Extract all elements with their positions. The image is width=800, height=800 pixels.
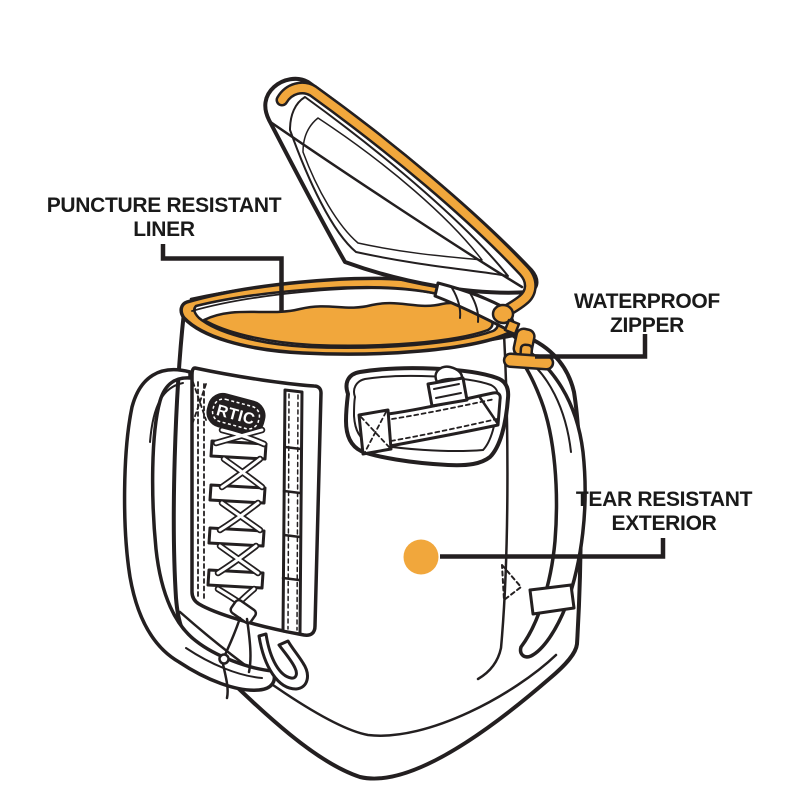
callout-lines: [160, 244, 666, 559]
zipper-pull: [491, 303, 555, 371]
label-line: PUNCTURE RESISTANT: [46, 194, 282, 217]
brand-patch: RTIC: [206, 392, 266, 436]
callout-label-waterproof-zipper: WATERPROOF ZIPPER: [547, 290, 747, 338]
side-panel: RTIC: [190, 366, 323, 700]
hanging-strap-loop: [257, 632, 309, 691]
label-line: TEAR RESISTANT: [575, 488, 753, 511]
callout-line-exterior: [440, 538, 666, 559]
callout-line-zipper: [535, 334, 648, 359]
label-line: ZIPPER: [609, 314, 685, 337]
tear-resistant-exterior-marker: [403, 539, 439, 575]
waterproof-zipper-tape: [278, 84, 535, 316]
label-line: LINER: [133, 218, 195, 241]
label-line: EXTERIOR: [611, 512, 717, 535]
bungee-cords: [212, 426, 268, 612]
daisy-chain-strip: [281, 388, 304, 636]
lid: [263, 76, 539, 319]
callout-label-puncture-resistant-liner: PUNCTURE RESISTANT LINER: [38, 194, 290, 242]
bungee-toggle: [218, 598, 258, 700]
front-handle: [344, 365, 511, 468]
callout-line-liner: [160, 244, 284, 312]
callout-label-tear-resistant-exterior: TEAR RESISTANT EXTERIOR: [564, 488, 764, 536]
opening-rim: [179, 276, 515, 356]
right-shoulder-strap: [501, 344, 587, 659]
label-line: WATERPROOF: [574, 290, 720, 313]
